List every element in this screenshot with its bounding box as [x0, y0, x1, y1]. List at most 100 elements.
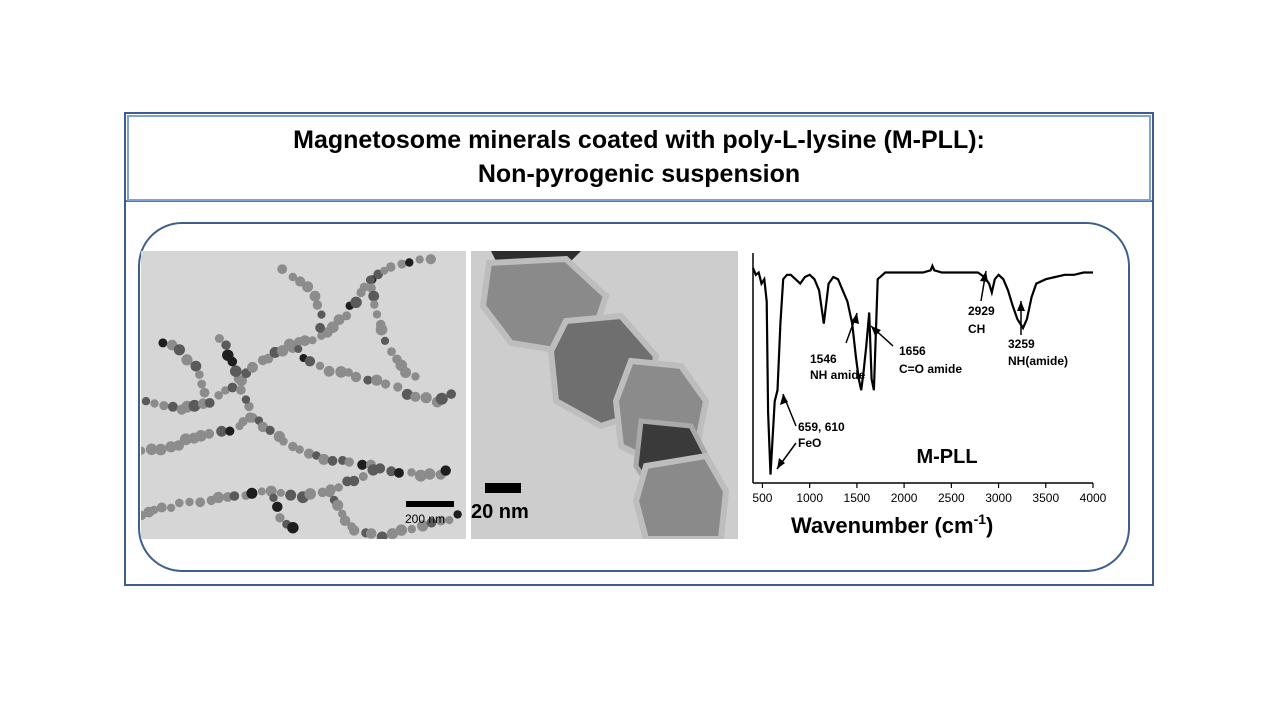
nanoparticle: [417, 520, 429, 532]
nanoparticle: [263, 353, 274, 364]
annotation-2929-label: CH: [968, 322, 985, 336]
annotation-3259-value: 3259: [1008, 337, 1035, 351]
nanoparticle: [244, 401, 254, 412]
nanoparticle: [204, 398, 215, 408]
nanoparticle: [325, 484, 336, 495]
nanoparticle: [317, 310, 326, 319]
nanoparticle: [370, 300, 379, 309]
nanoparticle: [159, 401, 169, 411]
nanoparticle: [333, 314, 345, 325]
nanoparticle: [265, 425, 275, 435]
nanoparticle: [230, 365, 242, 377]
annotation-1656-value: 1656: [899, 344, 926, 358]
nanoparticle: [288, 272, 297, 282]
x-axis-label-main: Wavenumber (cm: [791, 513, 974, 538]
nanoparticle: [257, 421, 269, 433]
nanoparticle: [445, 516, 454, 525]
nanoparticle: [394, 468, 404, 478]
title-line-1: Magnetosome minerals coated with poly-L-…: [293, 126, 985, 154]
tem-image-low-magnification: 200 nm: [141, 251, 466, 539]
nanoparticle: [358, 472, 368, 481]
nanoparticle: [276, 488, 285, 497]
nanoparticle: [407, 468, 416, 477]
title-box: Magnetosome minerals coated with poly-L-…: [126, 114, 1152, 202]
nanoparticle: [415, 255, 424, 264]
nanoparticle: [327, 455, 338, 466]
crystal-5: [632, 452, 730, 539]
nanoparticle: [199, 387, 210, 398]
nanoparticle: [359, 282, 369, 292]
x-tick-label: 3000: [985, 491, 1012, 505]
nanoparticle: [204, 428, 215, 439]
nanoparticle: [285, 489, 297, 501]
nanoparticle: [342, 311, 352, 321]
nanoparticle: [446, 389, 457, 399]
annotation-2929-value: 2929: [968, 304, 995, 318]
nanoparticle: [367, 464, 379, 476]
nanoparticle: [156, 502, 167, 513]
nanoparticle: [368, 290, 380, 302]
annotation-feo: 659, 610 FeO: [776, 393, 845, 470]
nanoparticle: [302, 281, 314, 293]
scale-label-200nm: 200 nm: [405, 512, 445, 526]
nanoparticle: [435, 392, 448, 405]
nanoparticle: [376, 531, 388, 539]
tem-particle-chains: 200 nm: [141, 251, 466, 539]
nanoparticle: [381, 379, 391, 389]
series-line: [751, 263, 1093, 475]
nanoparticle: [401, 388, 413, 400]
annotation-3259: 3259 NH(amide): [1008, 301, 1068, 368]
nanoparticle: [365, 275, 375, 285]
nanoparticle: [269, 493, 278, 502]
nanoparticle: [277, 264, 288, 274]
nanoparticle: [272, 501, 283, 512]
nanoparticle: [276, 345, 289, 357]
annotation-1546-label: NH amide: [810, 368, 866, 382]
x-axis-label-end: ): [986, 513, 993, 538]
chart-title: M-PLL: [916, 446, 977, 468]
nanoparticle: [318, 453, 330, 465]
nanoparticle: [175, 498, 184, 508]
nanoparticle: [386, 466, 397, 477]
x-tick-label: 2500: [938, 491, 965, 505]
nanoparticle: [275, 513, 285, 523]
nanoparticle: [236, 385, 246, 395]
nanoparticle: [395, 524, 407, 536]
x-tick-label: 1500: [844, 491, 871, 505]
nanoparticle: [411, 372, 420, 381]
nanoparticle: [339, 515, 351, 526]
nanoparticle: [453, 510, 462, 519]
annotation-1546: 1546 NH amide: [810, 312, 866, 382]
nanoparticle: [181, 354, 193, 366]
nanoparticle: [287, 522, 299, 534]
nanoparticle: [350, 371, 362, 383]
nanoparticle: [295, 276, 306, 287]
nanoparticle: [335, 366, 347, 378]
nanoparticle: [309, 290, 321, 302]
nanoparticle: [279, 437, 288, 446]
nanoparticle: [424, 468, 436, 480]
nanoparticle: [344, 457, 354, 467]
nanoparticle: [315, 361, 325, 371]
nanoparticle: [332, 499, 344, 511]
nanoparticle: [221, 386, 230, 395]
nanoparticle: [227, 382, 238, 393]
nanoparticle: [141, 397, 151, 406]
nanoparticle: [315, 322, 325, 333]
nanoparticle: [303, 448, 315, 459]
nanoparticle: [393, 382, 403, 392]
x-tick-label: 2000: [891, 491, 918, 505]
nanoparticle: [426, 517, 437, 528]
scale-label-20nm: 20 nm: [471, 501, 529, 523]
title-line-2: Non-pyrogenic suspension: [477, 160, 801, 188]
nanoparticle: [386, 528, 398, 539]
nanoparticle: [372, 310, 382, 319]
nanoparticle: [312, 451, 321, 460]
nanoparticle: [410, 391, 421, 402]
nanoparticle: [145, 443, 158, 456]
annotation-1656: 1656 C=O amide: [870, 325, 962, 376]
nanoparticle: [185, 497, 194, 507]
nanoparticle: [158, 338, 168, 348]
nanoparticle: [380, 266, 389, 275]
